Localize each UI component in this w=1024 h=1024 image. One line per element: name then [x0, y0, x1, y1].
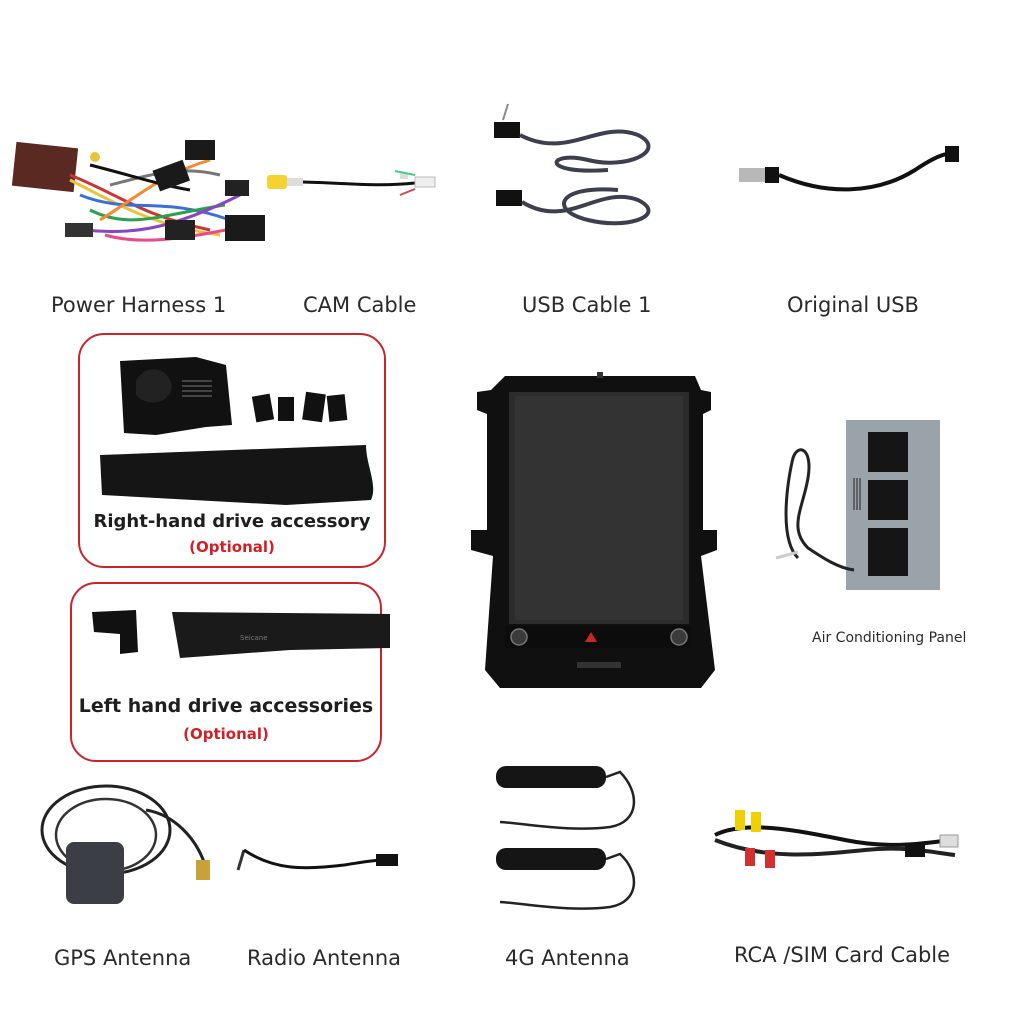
- radio-antenna-label: Radio Antenna: [247, 946, 402, 970]
- radio-antenna-image: [236, 848, 398, 871]
- power-harness-label: Power Harness 1: [51, 293, 227, 317]
- 4g-antenna-image: [496, 766, 636, 910]
- head-unit-image: [471, 372, 717, 688]
- lhd-optional: (Optional): [183, 725, 269, 743]
- ac-panel-label: Air Conditioning Panel: [812, 630, 967, 646]
- lhd-trim-image: Seicane: [92, 610, 390, 658]
- cam-cable-label: CAM Cable: [303, 293, 417, 317]
- original-usb-label: Original USB: [787, 293, 919, 317]
- usb-cable-label: USB Cable 1: [522, 293, 652, 317]
- ac-panel-image: [775, 420, 940, 590]
- lhd-title: Left hand drive accessories: [78, 695, 374, 717]
- rhd-optional: (Optional): [189, 538, 275, 556]
- original-usb-image: [739, 146, 959, 192]
- left-hand-drive-panel: Seicane Left hand drive accessories (Opt…: [70, 582, 390, 762]
- gps-antenna-image: [40, 784, 210, 904]
- cam-cable-image: [267, 170, 436, 196]
- rca-sim-label: RCA /SIM Card Cable: [734, 943, 951, 967]
- svg-text:Seicane: Seicane: [240, 634, 268, 642]
- power-harness-image: [11, 140, 265, 242]
- right-hand-drive-panel: Right-hand drive accessory (Optional): [78, 333, 386, 568]
- 4g-antenna-label: 4G Antenna: [505, 946, 630, 970]
- rhd-bracket-image: [100, 357, 374, 505]
- rhd-title: Right-hand drive accessory: [93, 511, 371, 532]
- rca-cable-image: [714, 810, 959, 868]
- gps-antenna-label: GPS Antenna: [54, 946, 192, 970]
- usb-cable-image: [494, 103, 651, 226]
